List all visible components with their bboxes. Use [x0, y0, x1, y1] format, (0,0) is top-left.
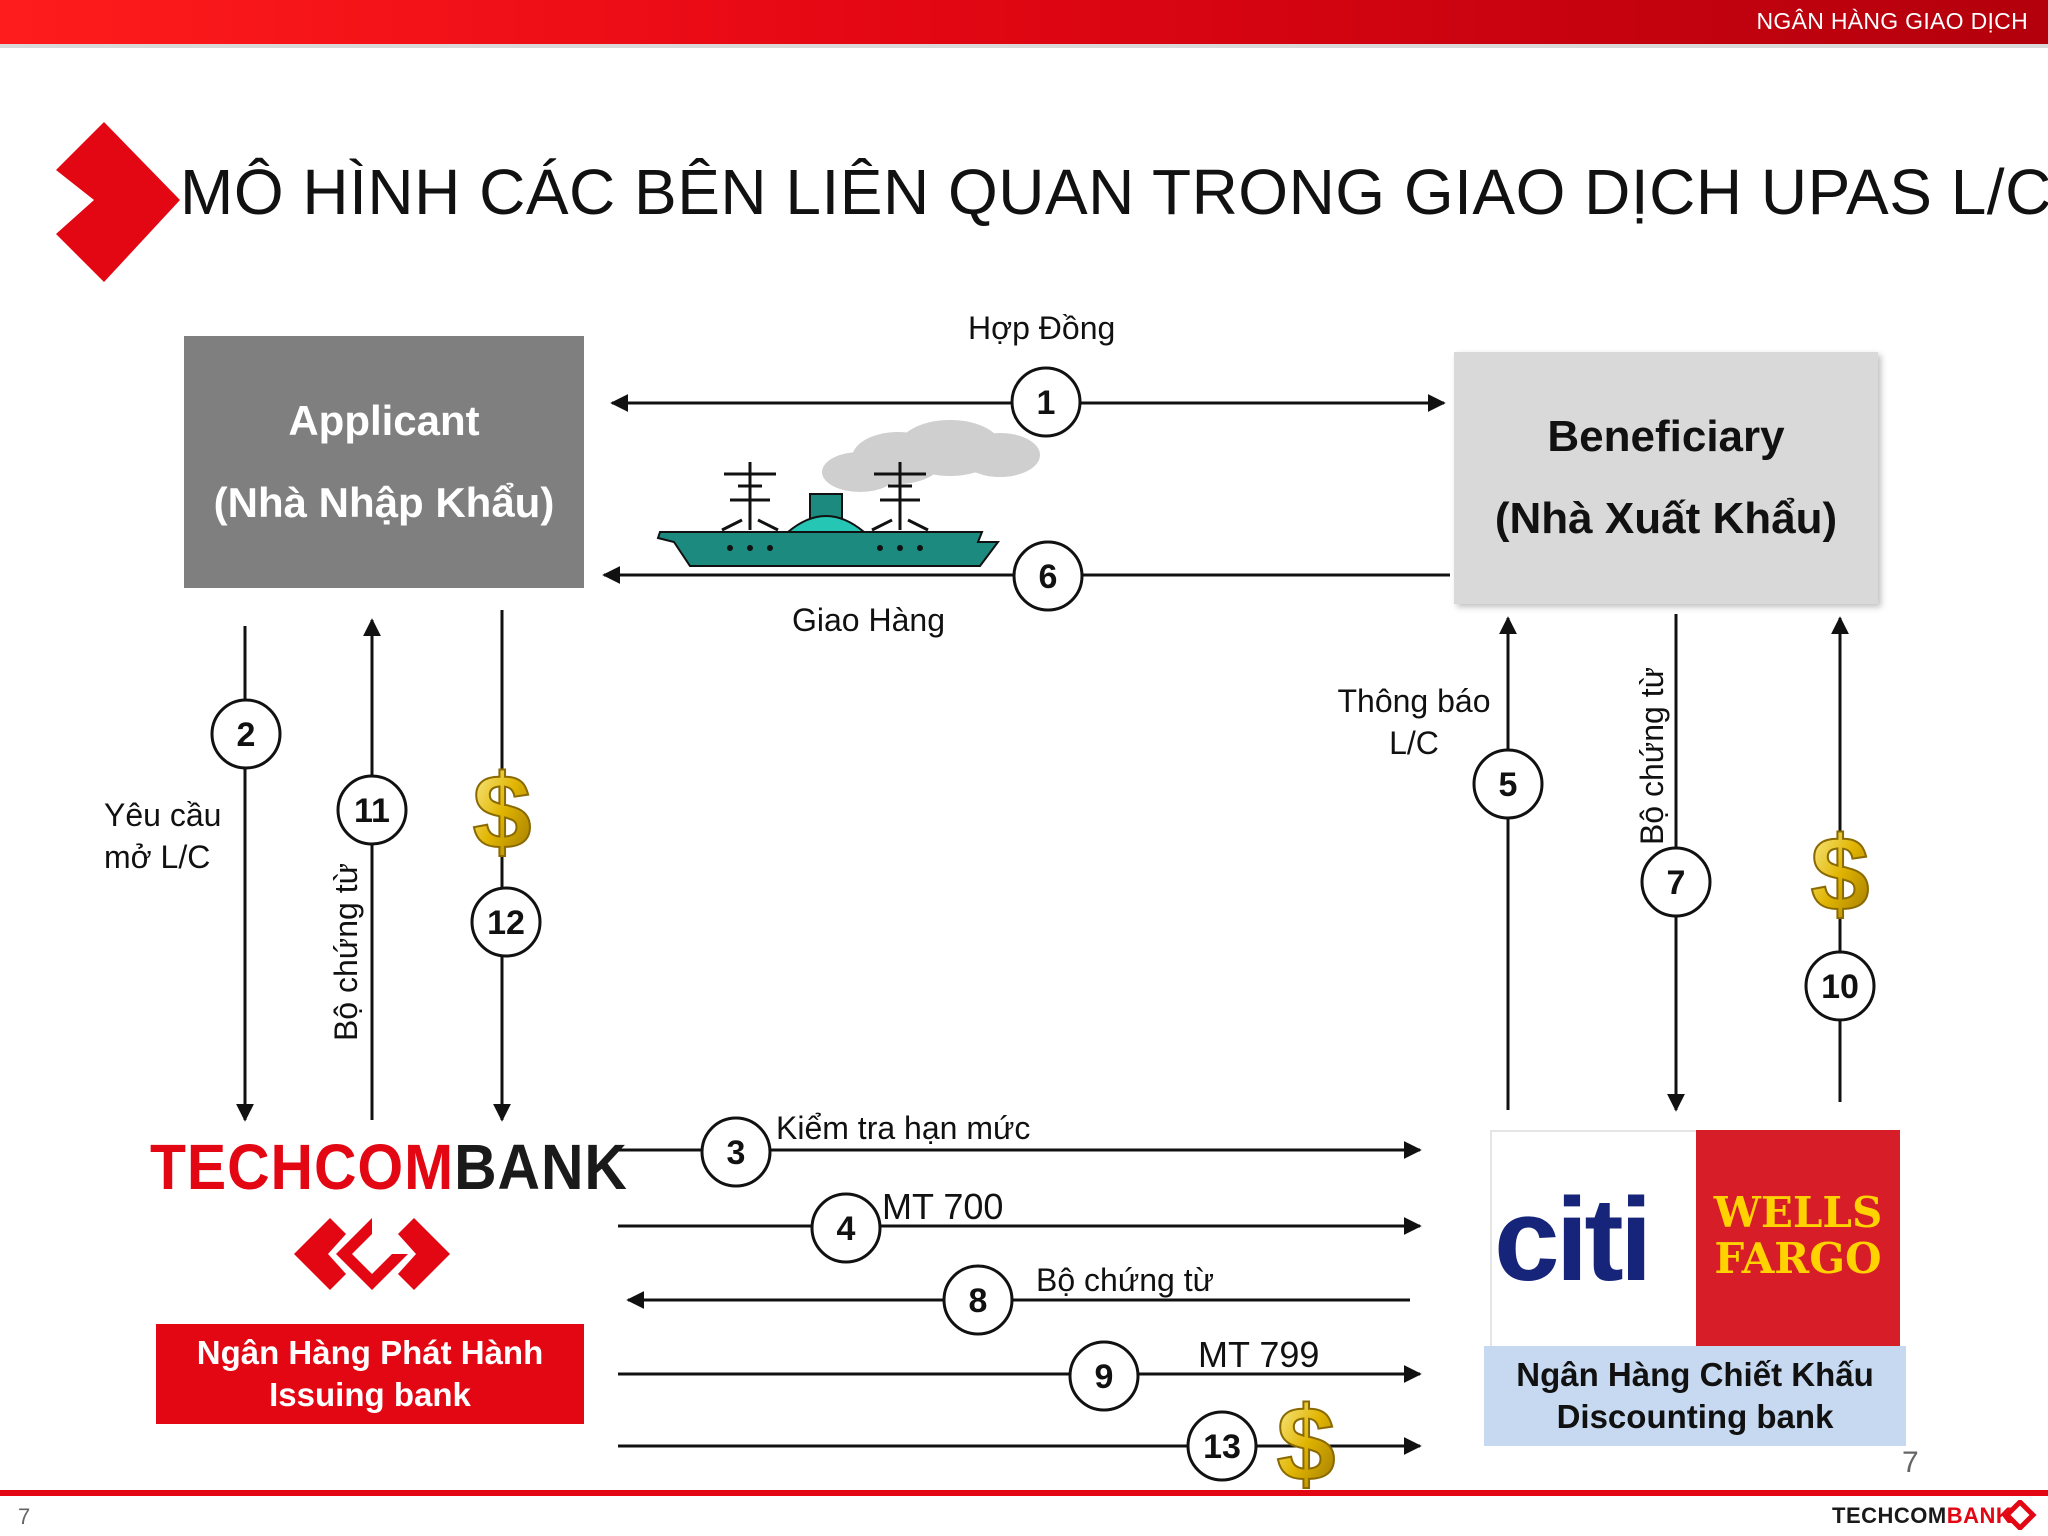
label-mt799: MT 799 [1198, 1334, 1320, 1375]
step-8-badge: 8 [942, 1264, 1014, 1336]
label-lc-request: Yêu cầu mở L/C [104, 794, 221, 878]
techcombank-logo-black: BANK [454, 1131, 628, 1203]
beneficiary-subtitle: (Nhà Xuất Khẩu) [1494, 494, 1838, 543]
label-lc-request-line1: Yêu cầu [104, 797, 222, 833]
top-banner-divider [0, 44, 2048, 48]
top-banner [0, 0, 2048, 44]
label-mt700: MT 700 [882, 1186, 1004, 1227]
wells-fargo-logo-panel [1696, 1130, 1900, 1346]
slide-title: MÔ HÌNH CÁC BÊN LIÊN QUAN TRONG GIAO DỊC… [180, 156, 2048, 228]
step-3-label: 3 [727, 1134, 746, 1172]
label-lc-notice-line1: Thông báo [1337, 683, 1491, 719]
step-10-badge: 10 [1804, 950, 1876, 1022]
wells-fargo-line1: WELLS [1713, 1188, 1883, 1237]
issuing-bank-line2: Issuing bank [269, 1376, 471, 1413]
svg-text:$: $ [1277, 1385, 1336, 1503]
step-2-badge: 2 [210, 698, 282, 770]
footer-logo-black: TECHCOM [1832, 1503, 1947, 1528]
dollar-icon-final-payment: $ [1276, 1384, 1337, 1504]
step-1-badge: 1 [1010, 366, 1082, 438]
label-delivery: Giao Hàng [792, 602, 945, 638]
label-documents-back: Bộ chứng từ [1036, 1262, 1215, 1298]
label-lc-request-line2: mở L/C [104, 839, 211, 875]
step-12-badge: 12 [470, 886, 542, 958]
label-documents-beneficiary: Bộ chứng từ [1634, 666, 1670, 846]
step-4-badge: 4 [810, 1192, 882, 1264]
step-12-label: 12 [487, 904, 525, 942]
label-documents-applicant: Bộ chứng từ [328, 862, 364, 1042]
discounting-bank-line1: Ngân Hàng Chiết Khấu [1516, 1356, 1874, 1393]
step-6-badge: 6 [1012, 540, 1084, 612]
step-8-label: 8 [969, 1282, 988, 1320]
step-3-badge: 3 [700, 1116, 772, 1188]
applicant-box: Applicant (Nhà Nhập Khẩu) [184, 336, 584, 588]
footer-logo-red: BANK [1946, 1503, 2013, 1528]
label-limit-check: Kiểm tra hạn mức [776, 1110, 1031, 1146]
step-5-label: 5 [1499, 766, 1518, 804]
step-11-badge: 11 [336, 774, 408, 846]
footer-logo: TECHCOMBANK [1832, 1503, 2012, 1529]
step-7-badge: 7 [1640, 846, 1712, 918]
techcombank-logo-red: TECHCOM [150, 1131, 455, 1203]
citi-logo-panel [1490, 1130, 1700, 1350]
step-13-label: 13 [1203, 1428, 1241, 1466]
ship-icon [656, 420, 1040, 567]
header-label: NGÂN HÀNG GIAO DỊCH [1756, 8, 2028, 34]
step-4-label: 4 [837, 1210, 856, 1248]
citi-logo: citi [1494, 1174, 1652, 1306]
step-11-label: 11 [354, 792, 390, 830]
footer-page-number: 7 [18, 1504, 31, 1529]
footer-emblem-icon [2003, 1500, 2037, 1530]
issuing-bank-line1: Ngân Hàng Phát Hành [196, 1334, 544, 1371]
svg-text:$: $ [1811, 815, 1870, 933]
step-6-label: 6 [1039, 558, 1058, 596]
step-9-badge: 9 [1068, 1340, 1140, 1412]
label-lc-notice-line2: L/C [1389, 725, 1439, 761]
beneficiary-box: Beneficiary (Nhà Xuất Khẩu) [1454, 352, 1878, 604]
issuing-bank-label: Ngân Hàng Phát Hành Issuing bank [156, 1324, 584, 1424]
techcombank-logo: TECHCOMBANK [150, 1130, 628, 1204]
label-contract: Hợp Đồng [968, 310, 1116, 346]
slide-page-number: 7 [1902, 1446, 1919, 1479]
step-2-label: 2 [237, 716, 256, 754]
beneficiary-title: Beneficiary [1547, 412, 1785, 461]
footer-divider [0, 1490, 2048, 1496]
discounting-bank-label: Ngân Hàng Chiết Khấu Discounting bank [1484, 1346, 1906, 1446]
step-9-label: 9 [1095, 1358, 1114, 1396]
step-7-label: 7 [1667, 864, 1686, 902]
dollar-icon-applicant: $ [472, 752, 533, 872]
applicant-subtitle: (Nhà Nhập Khẩu) [213, 479, 555, 526]
discounting-bank-line2: Discounting bank [1556, 1398, 1834, 1435]
step-5-badge: 5 [1472, 748, 1544, 820]
title-chevron-icon [56, 122, 180, 282]
svg-text:$: $ [473, 753, 532, 871]
applicant-title: Applicant [288, 397, 480, 444]
wells-fargo-logo: WELLS FARGO [1696, 1190, 1900, 1282]
techcombank-emblem-icon [294, 1218, 450, 1290]
step-1-label: 1 [1037, 384, 1056, 422]
dollar-icon-beneficiary: $ [1810, 814, 1871, 934]
step-13-badge: 13 [1186, 1410, 1258, 1482]
label-lc-notice: Thông báo L/C [1334, 680, 1494, 764]
wells-fargo-line2: FARGO [1714, 1234, 1882, 1283]
step-10-label: 10 [1821, 968, 1859, 1006]
